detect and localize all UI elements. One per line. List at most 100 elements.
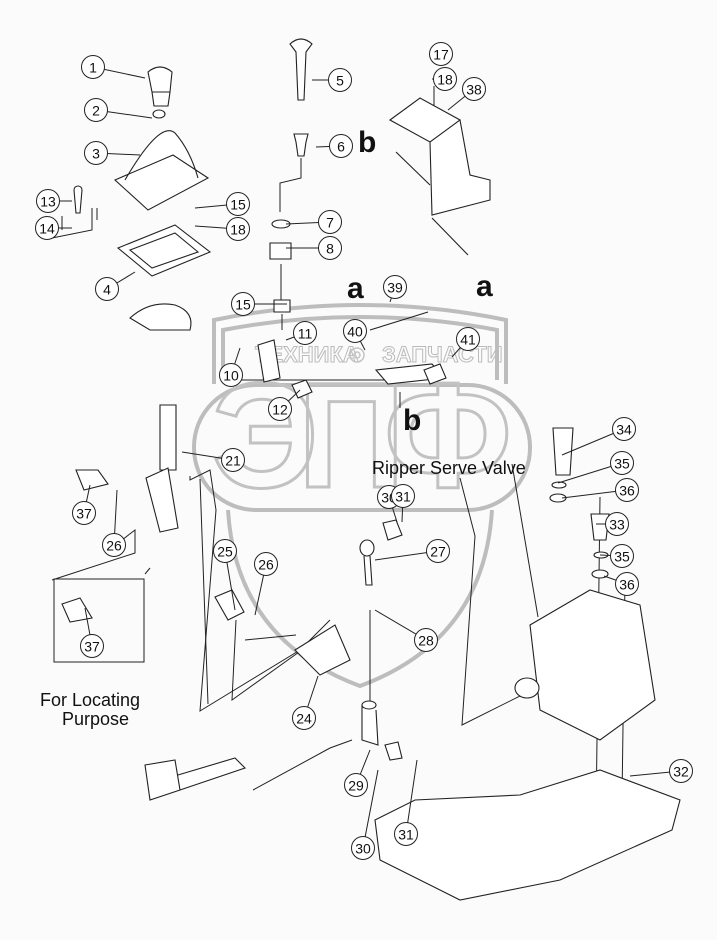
watermark-shield <box>226 509 494 689</box>
callout-14-lock-washer: 14 <box>35 216 72 240</box>
callout-34-bolt: 34 <box>561 417 636 456</box>
callout-31-cotter-pin: 31 <box>394 759 418 846</box>
callout-circle <box>328 68 352 92</box>
callout-number: 37 <box>84 639 100 655</box>
callout-circle <box>610 544 634 568</box>
callout-number: 26 <box>258 557 274 573</box>
callout-6-grommet: 6 <box>315 134 353 158</box>
callout-number: 40 <box>347 324 363 340</box>
callout-18-lock-washer: 18 <box>194 217 250 241</box>
callout-circle <box>268 397 292 421</box>
callout-number: 12 <box>272 402 288 418</box>
callout-35-lock-washer: 35 <box>557 451 634 484</box>
callout-30-nut: 30 <box>351 769 379 860</box>
callout-8-collar: 8 <box>286 236 342 260</box>
watermark-gear-icon <box>349 347 365 363</box>
callout-circle <box>344 773 368 797</box>
callout-29-rod-end: 29 <box>344 749 371 797</box>
callout-circle <box>612 417 636 441</box>
callout-10-pin: 10 <box>219 347 243 387</box>
assembly-line <box>51 528 136 581</box>
callout-25-bolt: 25 <box>213 539 237 611</box>
part-knob <box>147 66 173 107</box>
callout-37-bolt: 37 <box>80 607 104 658</box>
part-valve-spool <box>514 677 540 699</box>
callout-33-bolt: 33 <box>596 512 629 536</box>
callout-24-lever-arm: 24 <box>292 675 319 730</box>
part-nut15 <box>273 299 291 313</box>
part-plate <box>116 224 212 277</box>
callout-number: 11 <box>298 326 313 342</box>
callout-circle <box>610 451 634 475</box>
watermark-oval <box>192 383 532 512</box>
assembly-line <box>459 477 541 726</box>
callout-number: 24 <box>296 711 312 727</box>
part-link41 <box>423 363 447 385</box>
callout-number: 27 <box>430 544 446 560</box>
callout-number: 25 <box>217 544 233 560</box>
callout-number: 39 <box>387 280 403 296</box>
callout-circle <box>80 634 104 658</box>
callout-circle <box>429 42 453 66</box>
assembly-line <box>279 158 302 212</box>
callout-circle <box>102 533 126 557</box>
callout-38-bracket: 38 <box>447 77 486 111</box>
callout-number: 15 <box>230 197 246 213</box>
part-collar <box>269 242 292 260</box>
callout-number: 37 <box>76 506 92 522</box>
callout-number: 36 <box>619 483 635 499</box>
callout-circle <box>318 236 342 260</box>
callout-36-washer: 36 <box>603 572 639 596</box>
part-bolt37a <box>75 469 109 491</box>
ripper-valve-caption: Ripper Serve Valve <box>372 458 526 478</box>
part-screw13 <box>73 185 83 214</box>
callout-15-nut: 15 <box>231 292 287 316</box>
callout-number: 35 <box>614 549 630 565</box>
callout-number: 31 <box>395 489 411 505</box>
watermark-logo: ЭПФ <box>212 351 512 519</box>
callout-7-washer: 7 <box>285 210 342 234</box>
callout-3-boot: 3 <box>84 141 141 165</box>
callout-circle <box>383 275 407 299</box>
ref-letter-b-lower: b <box>403 404 421 437</box>
callout-number: 33 <box>609 517 625 533</box>
part-frame <box>374 769 681 901</box>
callout-circle <box>414 628 438 652</box>
parts <box>61 38 681 901</box>
callout-circle <box>35 216 59 240</box>
part-ring <box>152 109 166 119</box>
callout-4-plate: 4 <box>95 271 136 301</box>
callout-circle <box>391 484 415 508</box>
callout-circle <box>226 192 250 216</box>
part-bracket38 <box>388 97 491 216</box>
part-rod-b <box>395 151 431 186</box>
callout-31-cotter-pin: 31 <box>391 484 415 523</box>
callout-circle <box>615 478 639 502</box>
callout-11-bracket: 11 <box>285 321 317 345</box>
callout-18-lock-washer: 18 <box>432 67 457 91</box>
callout-37-bolt: 37 <box>72 484 96 525</box>
part-rod29 <box>361 700 379 746</box>
ref-letter-a-right: a <box>476 270 493 303</box>
callout-1-knob: 1 <box>81 55 146 79</box>
callout-circle <box>293 321 317 345</box>
callout-number: 28 <box>418 633 434 649</box>
callout-41-link: 41 <box>451 327 480 358</box>
part-arm21 <box>145 467 179 533</box>
callout-39-spring: 39 <box>383 275 407 303</box>
part-spring39 <box>369 311 429 331</box>
callout-number: 18 <box>230 222 246 238</box>
callout-circle <box>81 55 105 79</box>
callout-number: 32 <box>673 764 689 780</box>
callout-35-lock-washer: 35 <box>599 544 634 568</box>
callout-circle <box>221 448 245 472</box>
callout-circle <box>36 189 60 213</box>
callout-circle <box>615 572 639 596</box>
callout-number: 13 <box>40 194 56 210</box>
callout-number: 2 <box>92 103 100 119</box>
assembly-line <box>252 739 353 791</box>
callout-28-nut: 28 <box>374 609 438 652</box>
part-lever <box>289 38 313 101</box>
ref-letter-b-top: b <box>358 126 376 159</box>
